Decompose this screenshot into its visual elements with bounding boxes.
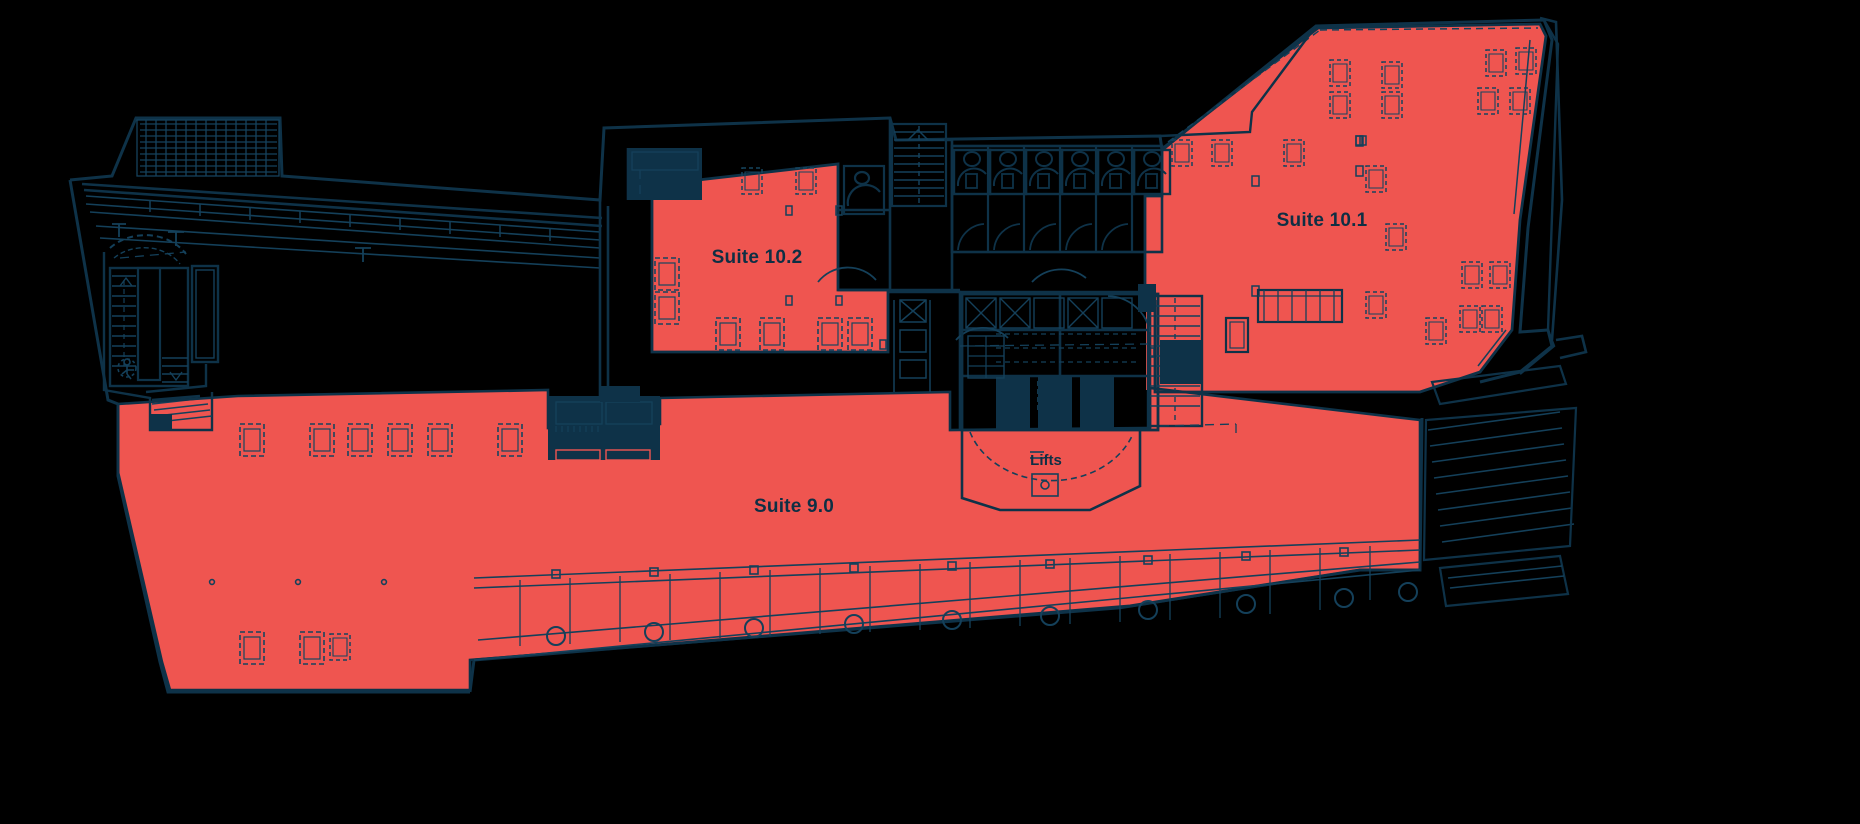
highlight-suite-9-0[interactable] xyxy=(118,388,1420,690)
wc-door-swings xyxy=(957,223,1129,251)
riser-symbol xyxy=(1030,451,1044,459)
setting-out-dashes xyxy=(119,170,1237,436)
south-facade-columns xyxy=(546,582,1418,646)
external-stair-southeast xyxy=(1422,364,1578,608)
lift-lobby-fixture xyxy=(1031,473,1059,497)
roof-hatch-northwest xyxy=(136,119,280,177)
south-facade-colonnade xyxy=(473,539,1421,661)
wall-solid-block xyxy=(150,414,172,430)
label-suite-10-1: Suite 10.1 xyxy=(1277,210,1368,231)
lift-lobby xyxy=(960,430,1142,512)
lift-car-2 xyxy=(1038,376,1072,430)
column-grid-marks xyxy=(551,547,1349,579)
central-spine-wall xyxy=(598,148,630,396)
lift-core xyxy=(960,292,1160,432)
wc-block xyxy=(950,144,1172,254)
label-suite-9-0: Suite 9.0 xyxy=(754,496,834,517)
accessible-wc-core xyxy=(842,164,886,216)
stair-core-central xyxy=(890,122,948,208)
suite-10-2-floor-boxes xyxy=(785,205,887,350)
lift-car-1 xyxy=(996,376,1030,430)
core-solid-masses xyxy=(1138,284,1250,384)
east-envelope-edge xyxy=(1539,16,1588,360)
kitchen-run xyxy=(1256,288,1344,324)
north-wall-structure xyxy=(81,182,603,228)
service-shafts-centre xyxy=(893,299,931,392)
highlight-suite-10-2[interactable] xyxy=(652,164,888,352)
label-suite-10-2: Suite 10.2 xyxy=(712,247,803,268)
label-lifts: Lifts xyxy=(1030,452,1062,469)
facade-mullions-north xyxy=(149,200,551,241)
north-void-block xyxy=(628,148,702,200)
plant-room-block xyxy=(548,386,660,461)
north-east-wall xyxy=(1159,19,1560,375)
accessible-wc xyxy=(117,358,137,380)
suite-10-1-floor-boxes xyxy=(1251,135,1367,297)
suite-10-1-outline xyxy=(1143,22,1548,394)
lift-car-3 xyxy=(1080,376,1114,430)
west-service-shaft xyxy=(190,264,220,364)
east-facade-glazing xyxy=(1167,27,1539,367)
stair-core-west xyxy=(108,234,190,388)
